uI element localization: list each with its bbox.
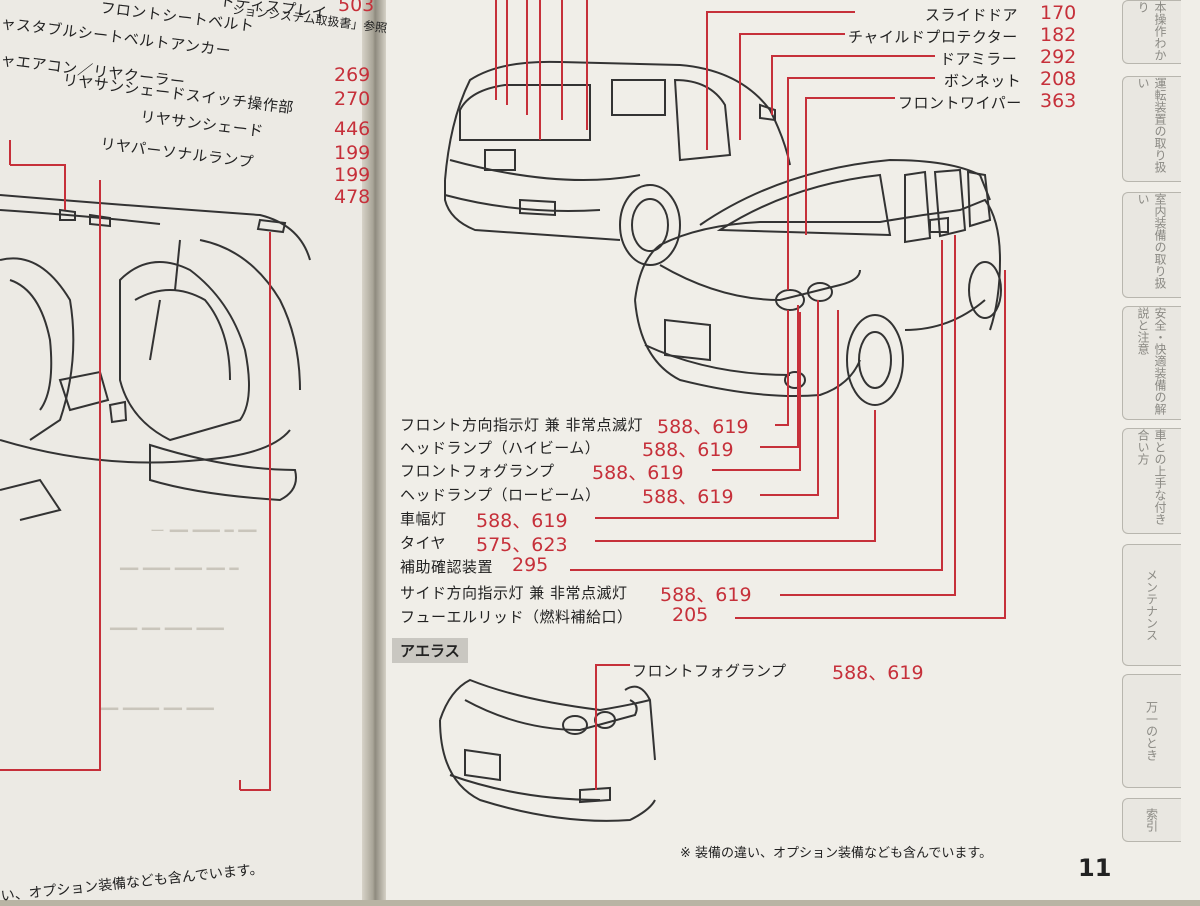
aeras-heading-box: アエラス (392, 638, 468, 663)
aeras-number-front-fog: 588、619 (832, 662, 924, 684)
number-headlamp-low: 588、619 (642, 486, 734, 508)
left-leader-lines (0, 140, 271, 791)
label-bonnet: ボンネット (944, 72, 1022, 90)
number-front-wiper: 363 (1040, 90, 1077, 112)
label-fuel-lid: フューエルリッド（燃料補給口） (400, 608, 633, 626)
left-number-extra-2: 478 (334, 186, 371, 208)
label-slide-door: スライドドア (925, 6, 1019, 24)
top-leader-lines (495, 0, 935, 290)
number-front-turn-signal: 588、619 (657, 416, 749, 438)
number-door-mirror: 292 (1040, 46, 1077, 68)
number-assist-mirror: 295 (512, 554, 549, 576)
side-tab-basics[interactable]: 本操作わかり (1122, 0, 1181, 64)
left-number-personal-lamp: 199 (334, 142, 371, 164)
right-footer-note: ※ 装備の違い、オプション装備なども含んでいます。 (680, 846, 993, 861)
left-number-extra-1: 199 (334, 164, 371, 186)
label-side-turn-signal: サイド方向指示灯 兼 非常点滅灯 (400, 584, 628, 602)
number-clearance-lamp: 588、619 (476, 510, 568, 532)
left-number-rear-aircon: 269 (334, 64, 371, 86)
left-number-display: 503 (338, 0, 375, 16)
number-side-turn-signal: 588、619 (660, 584, 752, 606)
number-bonnet: 208 (1040, 68, 1077, 90)
number-fuel-lid: 205 (672, 604, 709, 626)
page-number: 11 (1078, 854, 1112, 882)
left-number-sunshade: 446 (334, 118, 371, 140)
number-headlamp-high: 588、619 (642, 439, 734, 461)
side-tab-maintenance[interactable]: メンテナンス (1122, 544, 1181, 666)
label-child-protector: チャイルドプロテクター (848, 28, 1018, 46)
left-number-sunshade-switch: 270 (334, 88, 371, 110)
show-through-text: ー ━━ ━━━ ━ ━━ (150, 522, 257, 540)
left-page (0, 0, 368, 900)
side-tab-care[interactable]: 車との上手な付き合い方 (1122, 428, 1181, 534)
label-headlamp-low: ヘッドランプ（ロービーム） (400, 486, 601, 504)
side-tab-index[interactable]: 索引 (1122, 798, 1181, 842)
side-tab-interior[interactable]: 室内装備の取り扱い (1122, 192, 1181, 298)
show-through-text: ━━ ━━━ ━━━ ━━ ━ (120, 560, 239, 578)
label-assist-mirror: 補助確認装置 (400, 558, 494, 576)
side-tab-emergency[interactable]: 万一のとき (1122, 674, 1181, 788)
label-tire: タイヤ (400, 534, 447, 552)
show-through-text: ━━━ ━━ ━━━ ━━━ (110, 620, 224, 638)
number-slide-door: 170 (1040, 2, 1077, 24)
aeras-label-front-fog: フロントフォグランプ (632, 662, 787, 680)
label-front-turn-signal: フロント方向指示灯 兼 非常点滅灯 (400, 416, 644, 434)
side-tab-driving[interactable]: 運転装置の取り扱い (1122, 76, 1181, 182)
label-clearance-lamp: 車幅灯 (400, 510, 447, 528)
show-through-text: ━━ ━━━━ ━━ ━━━ (100, 700, 214, 718)
number-front-fog: 588、619 (592, 462, 684, 484)
side-tab-safety[interactable]: 安全・快適装備の解説と注意 (1122, 306, 1181, 420)
bottom-leader-lines (570, 235, 1006, 790)
book-gutter (362, 0, 386, 900)
number-child-protector: 182 (1040, 24, 1077, 46)
label-front-fog: フロントフォグランプ (400, 462, 555, 480)
interior-illustration (0, 194, 311, 521)
front-car-illustration (634, 158, 1002, 406)
number-tire: 575、623 (476, 534, 568, 556)
label-door-mirror: ドアミラー (940, 50, 1018, 68)
label-headlamp-high: ヘッドランプ（ハイビーム） (400, 439, 601, 457)
label-front-wiper: フロントワイパー (898, 94, 1022, 112)
aeras-front-illustration (439, 678, 656, 822)
rear-car-illustration (444, 60, 791, 266)
